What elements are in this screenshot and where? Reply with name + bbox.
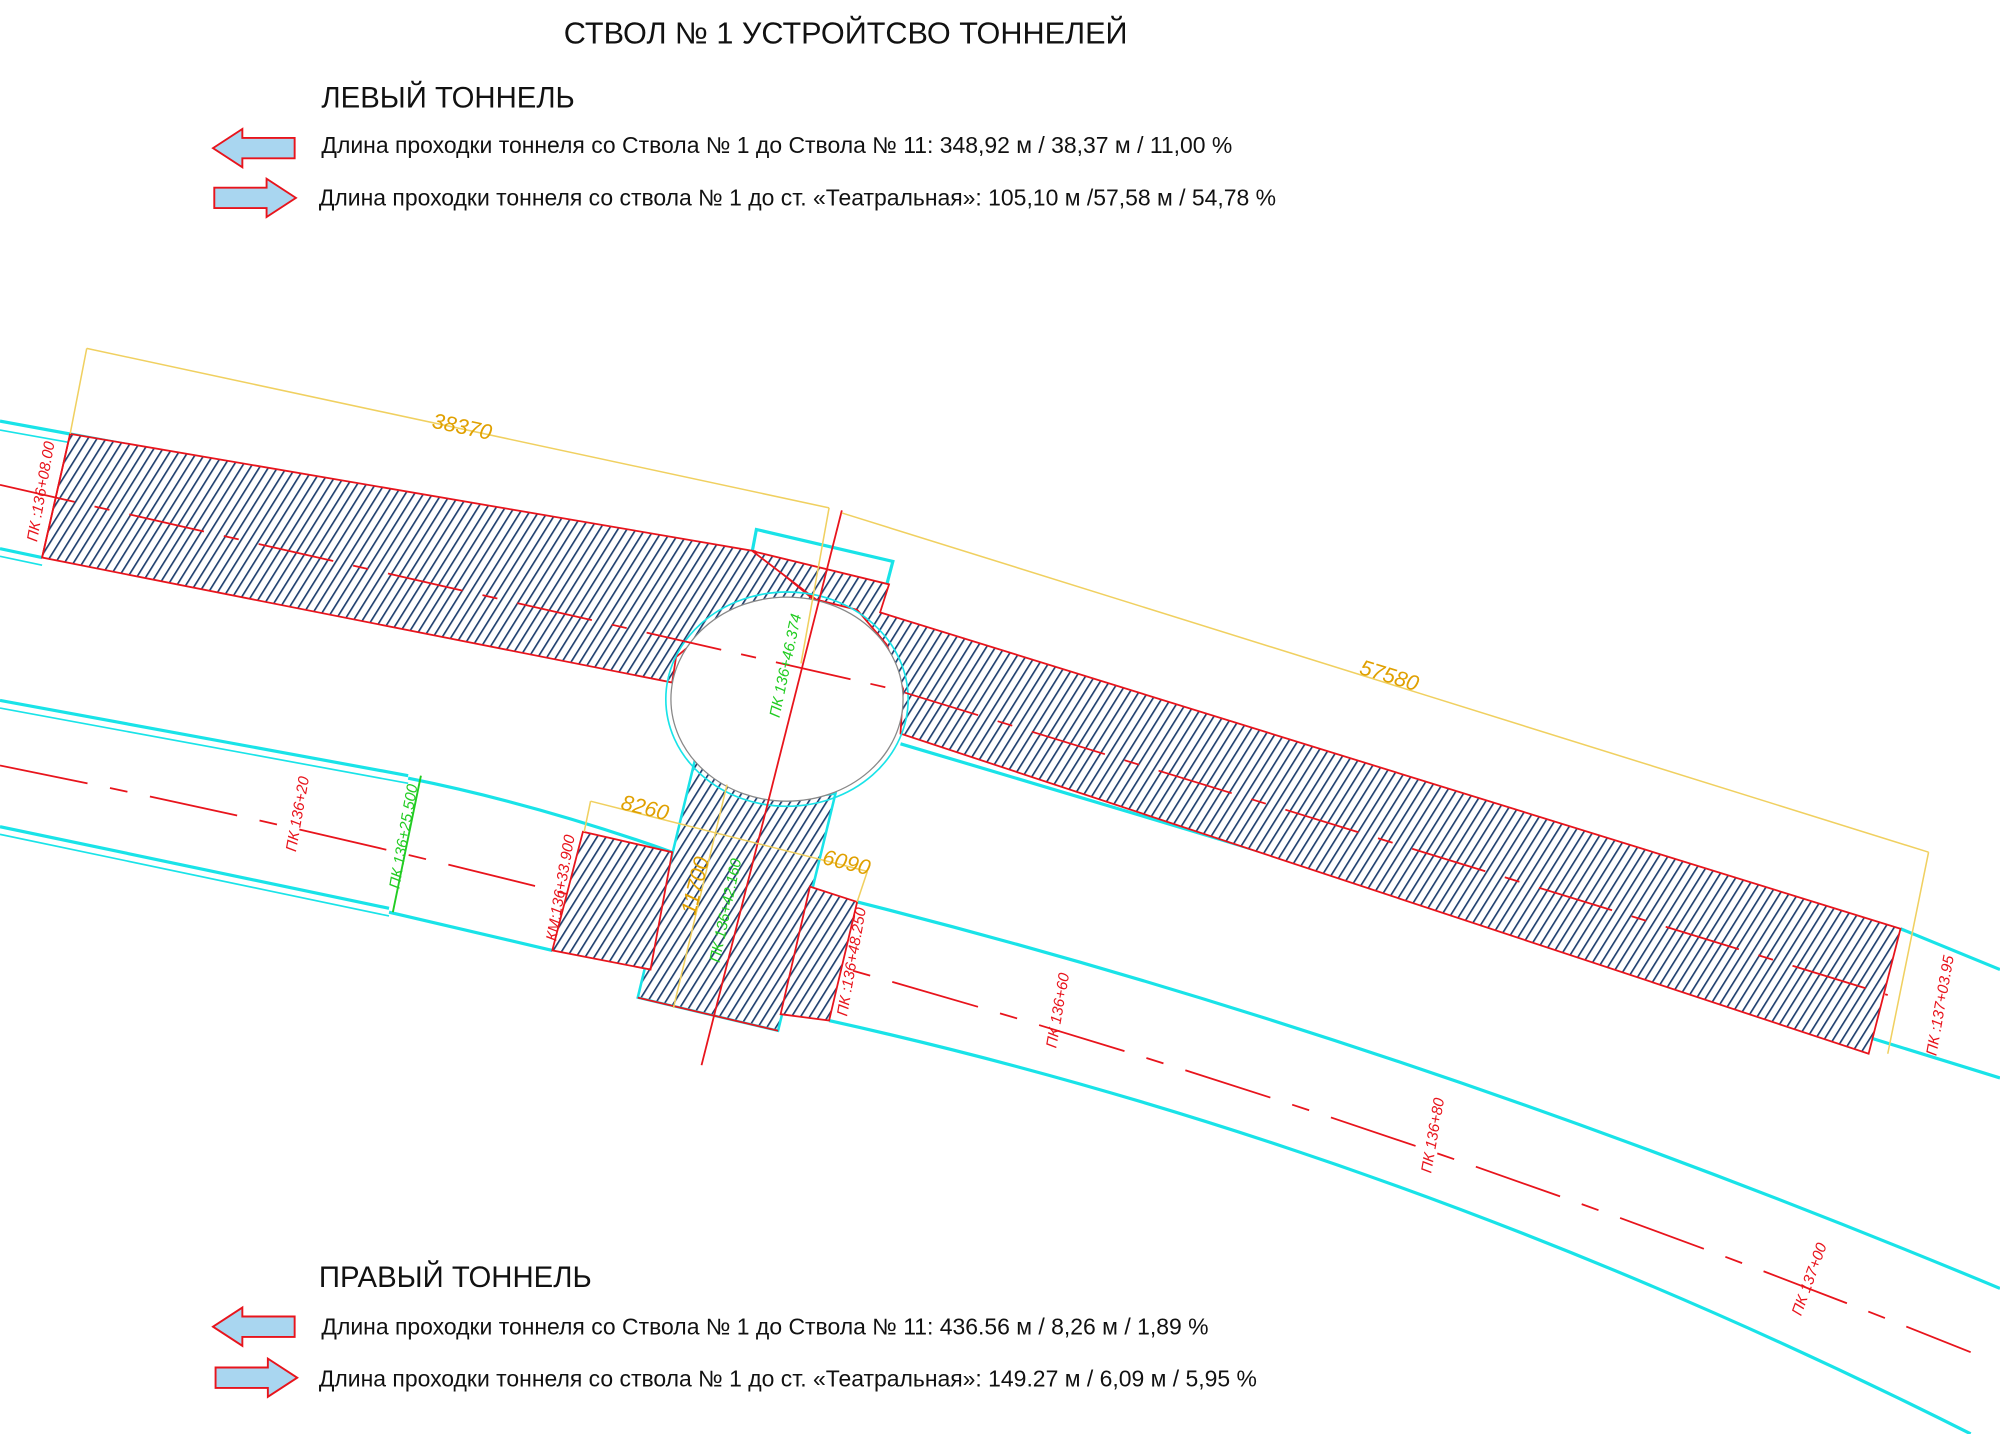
right-tunnel-contour [0, 698, 2000, 1434]
left-tunnel-row-1: Длина проходки тоннеля со Ствола № 1 до … [211, 127, 1232, 170]
station-label: ПК 136+60 [1043, 971, 1073, 1049]
station-label: ПК 137+00 [1789, 1240, 1831, 1318]
left-tunnel-row-1-text: Длина проходки тоннеля со Ствола № 1 до … [321, 132, 1232, 158]
dimension-57580: 57580 [1357, 655, 1422, 697]
station-label-green: ПК 136+25.500 [386, 782, 421, 889]
left-arrow-icon [211, 1305, 296, 1348]
right-tunnel-heading: ПРАВЫЙ ТОННЕЛЬ [319, 1260, 592, 1294]
excavated-areas [41, 432, 1902, 1055]
shaft-axis [700, 510, 843, 1066]
station-label: ПК 136+20 [283, 775, 313, 853]
right-tunnel-row-2-text: Длина проходки тоннеля со ствола № 1 до … [319, 1366, 1257, 1392]
left-tunnel-row-2-text: Длина проходки тоннеля со ствола № 1 до … [319, 185, 1276, 211]
dimension-8260: 8260 [619, 789, 672, 825]
right-arrow-icon [213, 176, 298, 219]
left-arrow-icon [211, 127, 296, 170]
left-tunnel-heading: ЛЕВЫЙ ТОННЕЛЬ [321, 80, 574, 114]
dimension-6090: 6090 [820, 844, 873, 880]
station-label: ПК 136+80 [1418, 1096, 1448, 1174]
page-title: СТВОЛ № 1 УСТРОЙТСВО ТОННЕЛЕЙ [564, 15, 1128, 51]
right-tunnel-row-2: Длина проходки тоннеля со ствола № 1 до … [214, 1356, 1257, 1399]
station-label: ПК :137+03.95 [1923, 954, 1957, 1057]
dimension-38370: 38370 [430, 408, 494, 445]
right-tunnel-row-1-text: Длина проходки тоннеля со Ствола № 1 до … [321, 1313, 1208, 1339]
left-tunnel-row-2: Длина проходки тоннеля со ствола № 1 до … [213, 176, 1276, 219]
shaft-1-circle [664, 591, 909, 808]
right-arrow-icon [214, 1356, 299, 1399]
left-tunnel-axis [0, 483, 1889, 996]
right-tunnel-row-1: Длина проходки тоннеля со Ствола № 1 до … [211, 1305, 1208, 1348]
